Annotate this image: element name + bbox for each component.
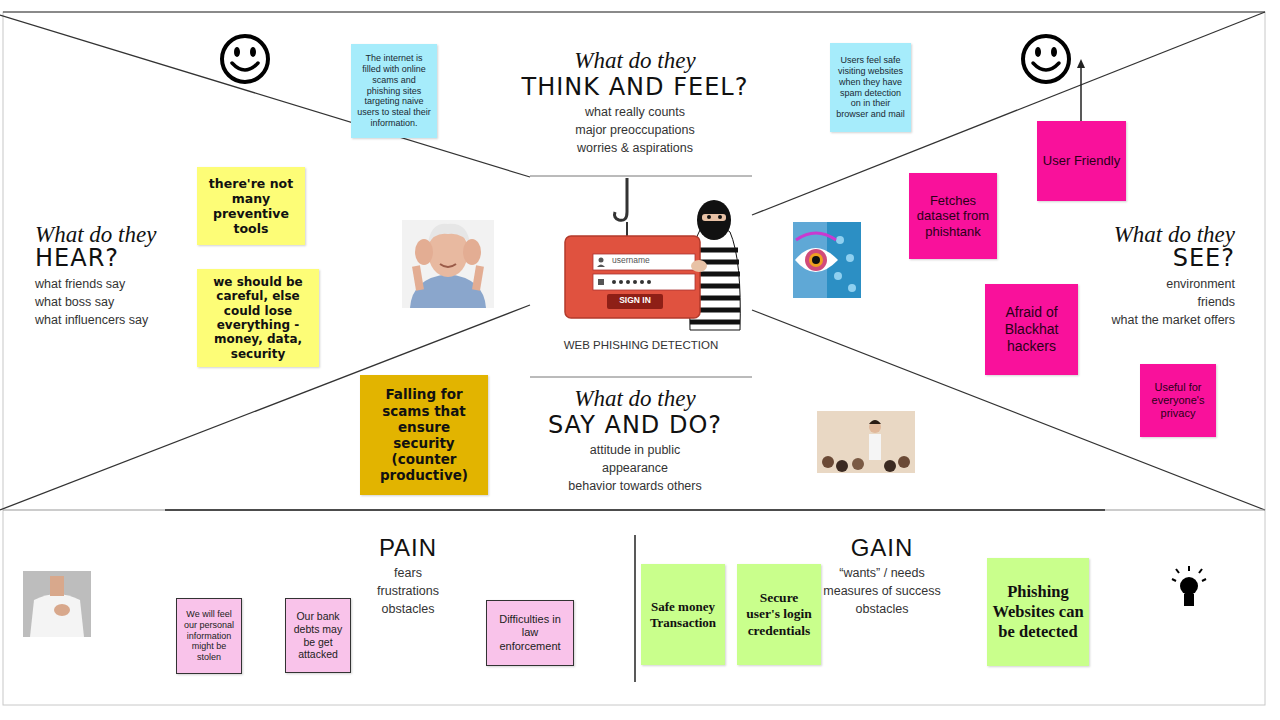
chest-man-photo — [23, 571, 91, 637]
smiley-icon — [222, 36, 268, 82]
section-heading: HEAR? — [35, 245, 119, 273]
note-text: Afraid of Blackhat hackers — [990, 304, 1073, 354]
note-text: Useful for everyone's privacy — [1145, 381, 1211, 421]
sticky-note: Safe money Transaction — [641, 564, 725, 665]
smiley-icon — [1023, 36, 1069, 82]
section-subtitle: what really counts — [585, 105, 685, 119]
section-heading: SEE? — [1173, 245, 1235, 273]
sticky-note: Secure user's login credentials — [737, 564, 821, 665]
section-subtitle: fears — [394, 566, 422, 580]
section-subtitle: obstacles — [382, 602, 435, 616]
section-subtitle: obstacles — [856, 602, 909, 616]
section-subtitle: what boss say — [35, 295, 114, 309]
top-rule — [3, 11, 1265, 12]
sticky-note: Phishing Websites can be detected — [987, 558, 1089, 666]
section-subtitle: attitude in public — [590, 443, 680, 457]
divider — [3, 510, 1265, 511]
lightbulb-icon — [1172, 566, 1206, 606]
button-text: SIGN IN — [619, 296, 651, 306]
section-subtitle: behavior towards others — [568, 479, 701, 493]
note-text: we should be careful, else could lose ev… — [202, 275, 314, 361]
divider — [165, 509, 1105, 511]
section-subtitle: what influencers say — [35, 313, 148, 327]
rule — [530, 377, 752, 378]
diagonal — [0, 15, 530, 177]
sticky-note: there're not many preventive tools — [197, 167, 305, 245]
listening-man-photo — [402, 220, 494, 308]
heading-script: What do they — [574, 48, 695, 74]
rule — [530, 176, 752, 177]
section-subtitle: appearance — [602, 461, 668, 475]
illustration-caption: WEB PHISHING DETECTION — [564, 339, 719, 352]
section-heading: THINK AND FEEL? — [522, 74, 749, 102]
section-subtitle: friends — [1197, 295, 1235, 309]
section-heading: GAIN — [851, 534, 914, 562]
sticky-note: Difficulties in law enforcement — [486, 600, 574, 666]
sticky-note: Afraid of Blackhat hackers — [985, 284, 1078, 375]
diagonal — [752, 12, 1265, 215]
eye-photo — [793, 222, 861, 298]
phishing-illustration — [565, 178, 740, 330]
note-text: The internet is filled with online scams… — [356, 53, 432, 129]
sticky-note: Useful for everyone's privacy — [1140, 364, 1216, 437]
section-heading: PAIN — [379, 534, 437, 562]
section-subtitle: major preoccupations — [575, 123, 695, 137]
section-subtitle: “wants” / needs — [839, 566, 924, 580]
note-text: User Friendly — [1042, 153, 1121, 169]
section-subtitle: worries & aspirations — [577, 141, 693, 155]
note-text: Users feel safe visiting websites when t… — [835, 55, 906, 120]
note-text: Fetches dataset from phishtank — [914, 193, 992, 240]
section-subtitle: frustrations — [377, 584, 439, 598]
sticky-note: Users feel safe visiting websites when t… — [830, 43, 911, 132]
heading-script: What do they — [574, 386, 695, 412]
section-heading: SAY AND DO? — [548, 412, 722, 440]
frame — [3, 12, 1265, 705]
leader-arrow — [1077, 59, 1085, 121]
section-subtitle: what the market offers — [1112, 313, 1235, 327]
speaker-photo — [817, 411, 915, 473]
note-text: We will feel our personal information mi… — [182, 609, 236, 663]
note-text: Falling for scams that ensure security (… — [365, 386, 483, 483]
sticky-note: Falling for scams that ensure security (… — [360, 375, 488, 495]
note-text: there're not many preventive tools — [202, 176, 300, 236]
note-text: Safe money Transaction — [646, 599, 720, 630]
note-text: Our bank debts may be get attacked — [291, 610, 345, 660]
sticky-note: Fetches dataset from phishtank — [909, 173, 997, 259]
sticky-note: We will feel our personal information mi… — [176, 598, 242, 674]
sticky-note: Our bank debts may be get attacked — [285, 598, 351, 673]
note-text: Difficulties in law enforcement — [492, 613, 568, 653]
note-text: Phishing Websites can be detected — [992, 582, 1084, 641]
field-text: username — [612, 256, 650, 266]
sticky-note: User Friendly — [1037, 121, 1126, 201]
section-subtitle: what friends say — [35, 277, 125, 291]
divider — [634, 535, 636, 682]
sticky-note: The internet is filled with online scams… — [351, 44, 437, 138]
section-subtitle: environment — [1166, 277, 1235, 291]
note-text: Secure user's login credentials — [742, 590, 816, 639]
sticky-note: we should be careful, else could lose ev… — [197, 269, 319, 367]
section-subtitle: measures of success — [823, 584, 940, 598]
